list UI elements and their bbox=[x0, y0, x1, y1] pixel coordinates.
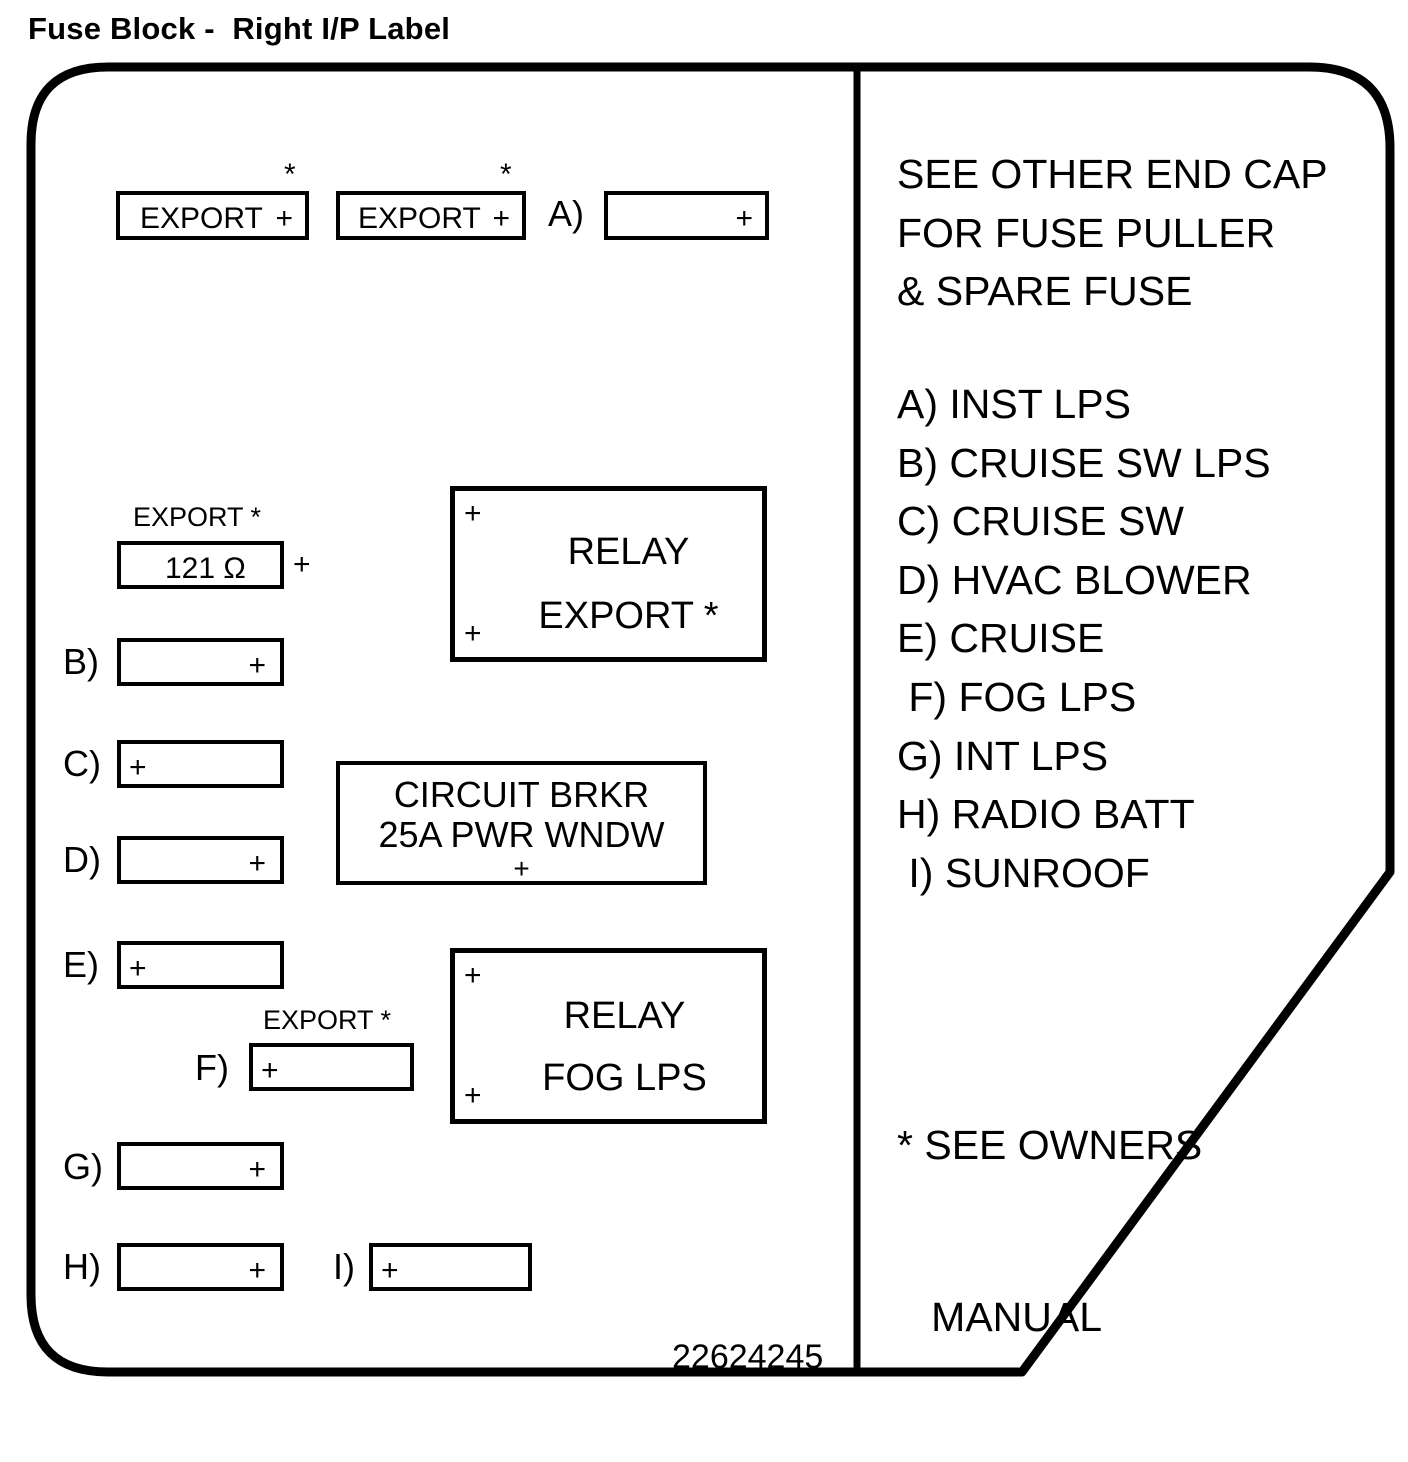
fuse-box-c[interactable]: + bbox=[117, 740, 284, 788]
fuse-plus-a: + bbox=[735, 202, 753, 235]
resistor-plus: + bbox=[293, 548, 311, 581]
fuse-legend-list: A) INST LPS B) CRUISE SW LPS C) CRUISE S… bbox=[897, 375, 1387, 903]
fuse-letter-e: E) bbox=[63, 944, 99, 985]
export-fuse-label-1: EXPORT bbox=[140, 202, 263, 235]
end-cap-note-line-2: FOR FUSE PULLER bbox=[897, 209, 1276, 256]
export-fuse-plus-1: + bbox=[275, 202, 293, 235]
fuse-letter-a: A) bbox=[548, 193, 584, 234]
fuse-plus-d: + bbox=[248, 847, 266, 880]
export-fuse-label-2: EXPORT bbox=[358, 202, 481, 235]
fuse-plus-g: + bbox=[248, 1153, 266, 1186]
legend-item-g: G) INT LPS bbox=[897, 732, 1109, 779]
export-fuse-box-2[interactable]: EXPORT + bbox=[336, 191, 526, 240]
fuse-box-b[interactable]: + bbox=[117, 638, 284, 686]
relay-fog-lps-box[interactable]: + + RELAY FOG LPS bbox=[450, 948, 767, 1124]
fuse-plus-c: + bbox=[129, 751, 147, 784]
fuse-plus-b: + bbox=[248, 649, 266, 682]
legend-item-h: H) RADIO BATT bbox=[897, 791, 1195, 838]
end-cap-note-line-1: SEE OTHER END CAP bbox=[897, 151, 1328, 197]
right-panel: SEE OTHER END CAP FOR FUSE PULLER & SPAR… bbox=[897, 145, 1387, 1462]
fuse-letter-c: C) bbox=[63, 743, 101, 784]
circuit-breaker-line1: CIRCUIT BRKR bbox=[393, 774, 650, 815]
resistor-caption: EXPORT * bbox=[133, 502, 262, 532]
owners-manual-note: * SEE OWNERS MANUAL bbox=[897, 1003, 1387, 1462]
fuse-box-e[interactable]: + bbox=[117, 941, 284, 989]
fuse-box-g[interactable]: + bbox=[117, 1142, 284, 1190]
relay-fog-plus-top-left: + bbox=[464, 959, 482, 992]
resistor-box[interactable]: 121 Ω bbox=[117, 541, 284, 589]
fuse-letter-f: F) bbox=[195, 1047, 229, 1088]
fuse-box-f[interactable]: + bbox=[249, 1043, 414, 1091]
export-fuse-plus-2: + bbox=[492, 202, 510, 235]
owners-manual-note-line-1: * SEE OWNERS bbox=[897, 1122, 1203, 1169]
legend-item-c: C) CRUISE SW bbox=[897, 498, 1184, 545]
fuse-plus-i: + bbox=[381, 1254, 399, 1287]
fuse-letter-i: I) bbox=[333, 1246, 355, 1287]
fuse-letter-b: B) bbox=[63, 641, 99, 682]
fuse-letter-d: D) bbox=[63, 839, 101, 880]
fuse-letter-g: G) bbox=[63, 1146, 103, 1187]
fuse-plus-e: + bbox=[129, 952, 147, 985]
legend-item-i: I) SUNROOF bbox=[897, 849, 1150, 896]
legend-item-f: F) FOG LPS bbox=[897, 674, 1137, 720]
fuse-box-d[interactable]: + bbox=[117, 836, 284, 884]
end-cap-note-line-3: & SPARE FUSE bbox=[897, 268, 1193, 315]
fuse-f-caption: EXPORT * bbox=[263, 1005, 392, 1035]
legend-item-e: E) CRUISE bbox=[897, 615, 1105, 662]
circuit-breaker-line2: 25A PWR WNDW bbox=[378, 814, 665, 855]
export-fuse-box-1[interactable]: EXPORT + bbox=[116, 191, 309, 240]
fuse-plus-h: + bbox=[248, 1254, 266, 1287]
relay-export-plus-top-left: + bbox=[464, 497, 482, 530]
relay-export-box[interactable]: + + RELAY EXPORT * bbox=[450, 486, 767, 662]
export-fuse-star-2: * bbox=[500, 158, 512, 191]
fuse-letter-h: H) bbox=[63, 1246, 101, 1287]
relay-export-line2: EXPORT * bbox=[538, 595, 719, 637]
fuse-plus-f: + bbox=[261, 1054, 279, 1087]
relay-fog-line1: RELAY bbox=[563, 995, 686, 1037]
relay-export-line1: RELAY bbox=[567, 531, 690, 573]
relay-fog-line2: FOG LPS bbox=[542, 1057, 707, 1099]
legend-item-b: B) CRUISE SW LPS bbox=[897, 439, 1271, 486]
fuse-box-h[interactable]: + bbox=[117, 1243, 284, 1291]
page-title: Fuse Block - Right I/P Label bbox=[28, 11, 451, 46]
legend-item-d: D) HVAC BLOWER bbox=[897, 556, 1252, 603]
legend-item-a: A) INST LPS bbox=[897, 380, 1131, 427]
circuit-breaker-box[interactable]: CIRCUIT BRKR 25A PWR WNDW + bbox=[336, 761, 707, 885]
owners-manual-note-line-2: MANUAL bbox=[897, 1294, 1103, 1341]
circuit-breaker-plus: + bbox=[513, 853, 530, 884]
relay-export-plus-bottom-left: + bbox=[464, 617, 482, 650]
fuse-box-i[interactable]: + bbox=[369, 1243, 532, 1291]
fuse-box-a[interactable]: + bbox=[604, 191, 769, 240]
end-cap-note: SEE OTHER END CAP FOR FUSE PULLER & SPAR… bbox=[897, 145, 1387, 321]
relay-fog-plus-bottom-left: + bbox=[464, 1079, 482, 1112]
export-fuse-star-1: * bbox=[284, 158, 296, 191]
resistor-value: 121 Ω bbox=[165, 552, 246, 585]
part-number: 22624245 bbox=[672, 1338, 824, 1376]
